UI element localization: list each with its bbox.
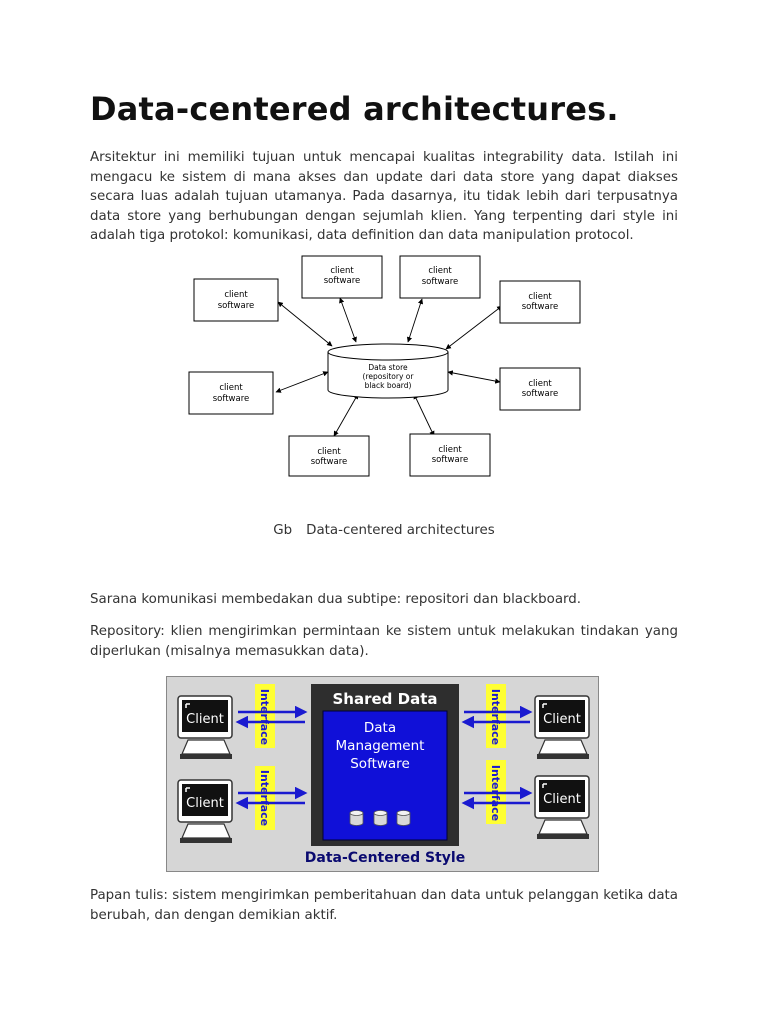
- data-store-label: (repository or: [363, 372, 415, 381]
- interface-label: Interface: [489, 689, 502, 745]
- intro-paragraph: Arsitektur ini memiliki tujuan untuk men…: [90, 150, 678, 243]
- caption-text: Data-centered architectures: [306, 523, 495, 538]
- data-store-label: Data store: [368, 363, 408, 372]
- client-computer-icon: Client: [177, 779, 233, 844]
- diagram-arrow: [447, 370, 501, 384]
- figure-caption: Gb Data-centered architectures: [0, 523, 768, 538]
- client-computer-icon: Client: [534, 695, 590, 760]
- database-icon: [349, 810, 364, 826]
- diagram-arrow: [445, 305, 503, 350]
- diagram-arrow: [275, 371, 329, 393]
- database-icon: [396, 810, 411, 826]
- client-label: software: [324, 276, 361, 286]
- client-screen-label: Client: [543, 712, 581, 727]
- client-box: client software: [188, 371, 274, 415]
- client-label: client: [219, 383, 243, 393]
- data-store-label: black board): [365, 381, 412, 390]
- client-label: client: [330, 266, 354, 276]
- client-label: software: [522, 302, 559, 312]
- subtypes-paragraph: Sarana komunikasi membedakan dua subtipe…: [90, 592, 582, 607]
- client-label: software: [218, 301, 255, 311]
- data-store-cylinder: Data store (repository or black board): [327, 343, 449, 399]
- client-screen-label: Client: [186, 712, 224, 727]
- diagram-arrow: [406, 298, 424, 343]
- dms-label: Data: [364, 720, 396, 736]
- client-label: software: [311, 457, 348, 467]
- data-store-diagram: Data store (repository or black board) c…: [188, 255, 581, 477]
- database-icon: [373, 810, 388, 826]
- dms-label: Software: [350, 756, 410, 772]
- client-screen-label: Client: [543, 792, 581, 807]
- client-label: software: [422, 277, 459, 287]
- client-computer-icon: Client: [177, 695, 233, 760]
- client-screen-label: Client: [186, 796, 224, 811]
- client-box: client software: [499, 367, 581, 411]
- repository-paragraph: Repository: klien mengirimkan permintaan…: [90, 624, 678, 659]
- diagram-arrow: [339, 297, 357, 343]
- data-centered-style-figure: Shared Data Data Management Software Int…: [166, 676, 599, 872]
- client-label: client: [317, 447, 341, 457]
- client-label: client: [438, 445, 462, 455]
- interface-label: Interface: [258, 689, 271, 745]
- interface-tag: Interface: [255, 684, 275, 748]
- interface-label: Interface: [258, 770, 271, 826]
- blackboard-paragraph: Papan tulis: sistem mengirimkan pemberit…: [90, 888, 678, 923]
- client-box: client software: [499, 280, 581, 324]
- client-box: client software: [193, 278, 279, 322]
- diagram-arrow: [333, 393, 359, 437]
- client-computer-icon: Client: [534, 775, 590, 840]
- client-label: software: [432, 455, 469, 465]
- figure-title: Data-Centered Style: [305, 850, 465, 866]
- diagram-arrow: [277, 301, 333, 347]
- client-label: client: [428, 266, 452, 276]
- page-title: Data-centered architectures.: [90, 90, 619, 128]
- client-label: client: [528, 379, 552, 389]
- client-label: software: [522, 389, 559, 399]
- diagram-arrow: [413, 393, 435, 437]
- interface-tag: Interface: [486, 684, 506, 748]
- shared-data-label: Shared Data: [333, 690, 438, 708]
- client-box: client software: [301, 255, 383, 299]
- client-box: client software: [288, 435, 370, 477]
- client-label: client: [224, 290, 248, 300]
- client-box: client software: [399, 255, 481, 299]
- dms-label: Management: [336, 738, 425, 754]
- interface-tag: Interface: [255, 766, 275, 830]
- client-label: software: [213, 394, 250, 404]
- client-box: client software: [409, 433, 491, 477]
- caption-prefix: Gb: [273, 523, 293, 538]
- client-label: client: [528, 292, 552, 302]
